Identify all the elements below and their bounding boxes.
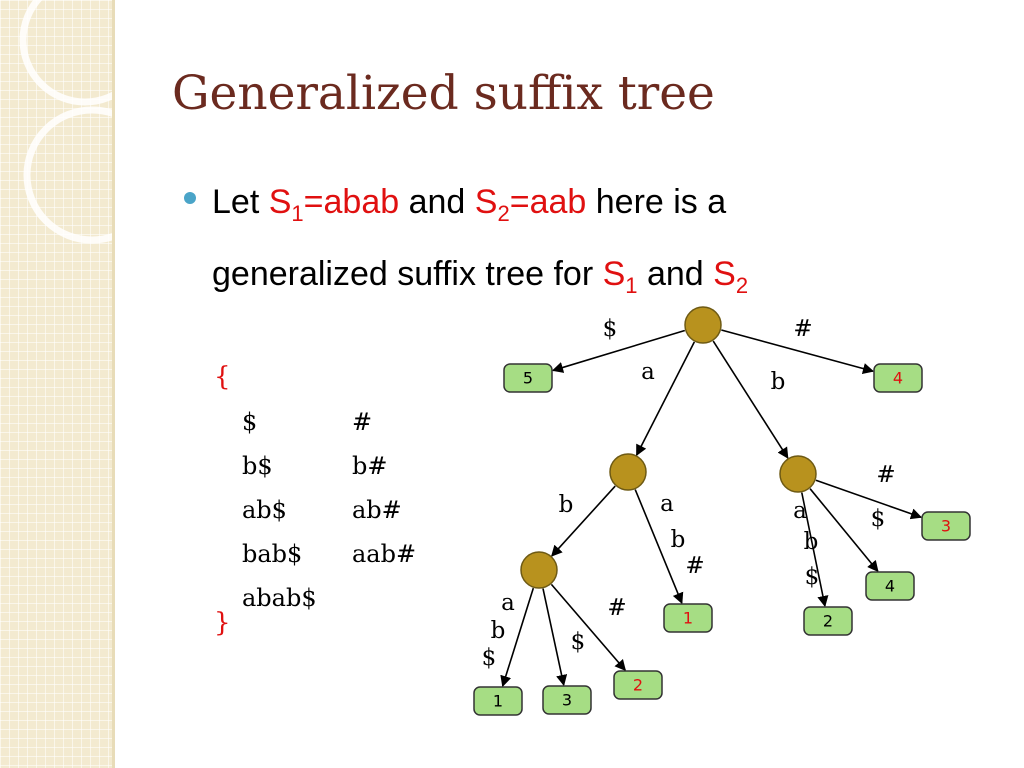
leaf-label: 3 — [941, 517, 951, 536]
edge-label-n_a-leaf1r-1: b — [671, 527, 686, 553]
leaf-box — [613, 670, 663, 700]
internal-node-root — [684, 306, 722, 344]
leaf-box — [473, 686, 523, 716]
leaf-node-leaf3b: 3 — [542, 685, 592, 715]
intro-line-1: Let S1=abab and S2=aab here is a — [212, 183, 727, 226]
internal-node-n_b — [779, 455, 817, 493]
t1-label: S1 — [602, 254, 638, 298]
leaf-label: 4 — [893, 369, 903, 388]
leaf-box — [921, 511, 971, 541]
leaf-label: 1 — [493, 692, 503, 711]
leaf-node-leaf2r: 2 — [613, 670, 663, 700]
leaf-node-leaf1r: 1 — [663, 603, 713, 633]
decorative-rings — [19, 0, 112, 244]
s2-label: S2=aab — [474, 183, 587, 226]
edge-root-leaf4r — [721, 329, 875, 374]
edge-root-n_b — [712, 340, 789, 459]
slide-title: Generalized suffix tree — [172, 66, 715, 121]
edge-label-n_b-leaf4b-0: $ — [871, 506, 886, 532]
edge-label-n_b-leaf3r-0: # — [876, 462, 895, 488]
edge-label-root-n_a-0: a — [641, 359, 655, 385]
bullet-icon — [184, 192, 196, 204]
leaf-label: 3 — [562, 691, 572, 710]
intro-text: Let S1=abab and S2=aab here is a general… — [212, 172, 972, 316]
leaf-box — [663, 603, 713, 633]
internal-node-n_ab — [520, 551, 558, 589]
edge-label-n_a-leaf1r-0: a — [660, 491, 674, 517]
leaf-label: 5 — [523, 369, 533, 388]
leaf-box — [503, 363, 553, 393]
leaf-box — [865, 571, 915, 601]
s1-label: S1=abab — [268, 183, 400, 226]
leaf-node-leaf3r: 3 — [921, 511, 971, 541]
leaf-label: 2 — [823, 612, 833, 631]
edge-label-n_b-leaf2b-2: $ — [805, 564, 820, 590]
edge-label-n_ab-leaf2r-0: # — [607, 595, 626, 621]
leaf-box — [803, 606, 853, 636]
edge-n_ab-leaf2r — [550, 583, 627, 672]
edge-n_b-leaf3r — [815, 479, 923, 520]
edge-n_a-leaf1r — [634, 489, 684, 605]
edge-label-n_a-leaf1r-2: # — [685, 553, 704, 579]
edge-label-root-n_b-0: b — [771, 369, 786, 395]
edge-n_ab-leaf3b — [542, 588, 568, 687]
leaf-box — [873, 363, 923, 393]
edge-n_a-n_ab — [551, 485, 616, 557]
edge-label-n_a-n_ab-0: b — [559, 492, 574, 518]
leaf-node-leaf4b: 4 — [865, 571, 915, 601]
leaf-box — [542, 685, 592, 715]
leaf-node-leaf5: 5 — [503, 363, 553, 393]
leaf-label: 1 — [683, 609, 693, 628]
edge-label-root-leaf5-0: $ — [603, 316, 618, 342]
edge-root-n_a — [635, 341, 696, 457]
edge-label-root-leaf4r-0: # — [793, 316, 812, 342]
edge-label-n_b-leaf2b-1: b — [804, 529, 819, 555]
edge-label-n_ab-leaf1b-2: $ — [482, 645, 497, 671]
leaf-label: 2 — [633, 676, 643, 695]
intro-line-2: generalized suffix tree for S1 and S2 — [212, 254, 749, 298]
edge-label-n_b-leaf2b-0: a — [793, 498, 807, 524]
edge-root-leaf5 — [551, 329, 686, 373]
decorative-sidebar — [0, 0, 112, 768]
edge-n_b-leaf2b — [801, 492, 829, 608]
leaf-label: 4 — [885, 577, 895, 596]
t2-label: S2 — [713, 254, 749, 298]
leaf-node-leaf2b: 2 — [803, 606, 853, 636]
edge-label-n_ab-leaf3b-0: $ — [571, 629, 586, 655]
internal-node-n_a — [609, 453, 647, 491]
edge-label-n_ab-leaf1b-1: b — [491, 618, 506, 644]
leaf-node-leaf1b: 1 — [473, 686, 523, 716]
edge-label-n_ab-leaf1b-0: a — [501, 590, 515, 616]
sidebar-divider — [112, 0, 115, 768]
edge-n_b-leaf4b — [809, 488, 879, 573]
leaf-node-leaf4r: 4 — [873, 363, 923, 393]
edge-n_ab-leaf1b — [500, 587, 535, 688]
